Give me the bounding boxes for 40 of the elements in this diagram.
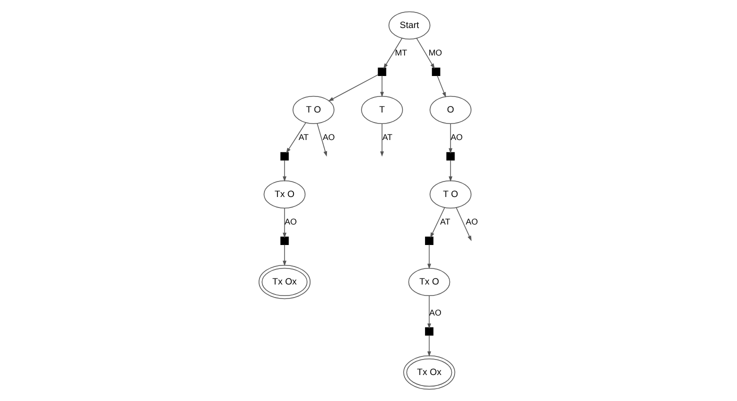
- node-ellipse: Tx O: [264, 180, 306, 208]
- edge-label: AT: [440, 216, 450, 227]
- arrow: [427, 244, 432, 270]
- node-box: [425, 327, 434, 336]
- arrow: [383, 38, 402, 69]
- arrow: [427, 334, 432, 357]
- arrow: [328, 74, 379, 102]
- arrow: [416, 38, 435, 69]
- edge-label: AT: [298, 132, 309, 142]
- arrow: [380, 123, 384, 157]
- node-box: [432, 68, 440, 76]
- edge-label: AO: [322, 132, 335, 142]
- edge-label: MO: [428, 48, 442, 58]
- node-ellipse: Tx O: [408, 268, 450, 296]
- arrow: [436, 75, 446, 98]
- node-ellipse: Tx Ox: [258, 264, 311, 300]
- node-box: [280, 152, 289, 161]
- arrow: [456, 207, 472, 242]
- node-box: [378, 68, 386, 76]
- edge-label: AT: [382, 132, 392, 142]
- arrow: [282, 160, 286, 182]
- node-ellipse: Start: [388, 11, 430, 40]
- node-ellipse: T O: [430, 180, 472, 208]
- node-box: [280, 236, 289, 246]
- node-ellipse: T: [361, 96, 403, 124]
- arrow: [282, 208, 286, 238]
- arrow: [316, 123, 328, 157]
- arrow: [282, 244, 286, 266]
- arrow: [448, 123, 452, 154]
- arrow: [448, 160, 452, 182]
- arrow: [286, 122, 306, 154]
- edge-label: AO: [466, 216, 478, 227]
- arrow: [380, 75, 384, 98]
- node-ellipse: O: [430, 96, 472, 124]
- arrow: [427, 295, 432, 329]
- node-box: [425, 236, 434, 246]
- edge-label: MT: [395, 48, 408, 58]
- arrow: [430, 207, 445, 238]
- node-ellipse: Tx Ox: [403, 355, 456, 390]
- node-box: [446, 152, 455, 161]
